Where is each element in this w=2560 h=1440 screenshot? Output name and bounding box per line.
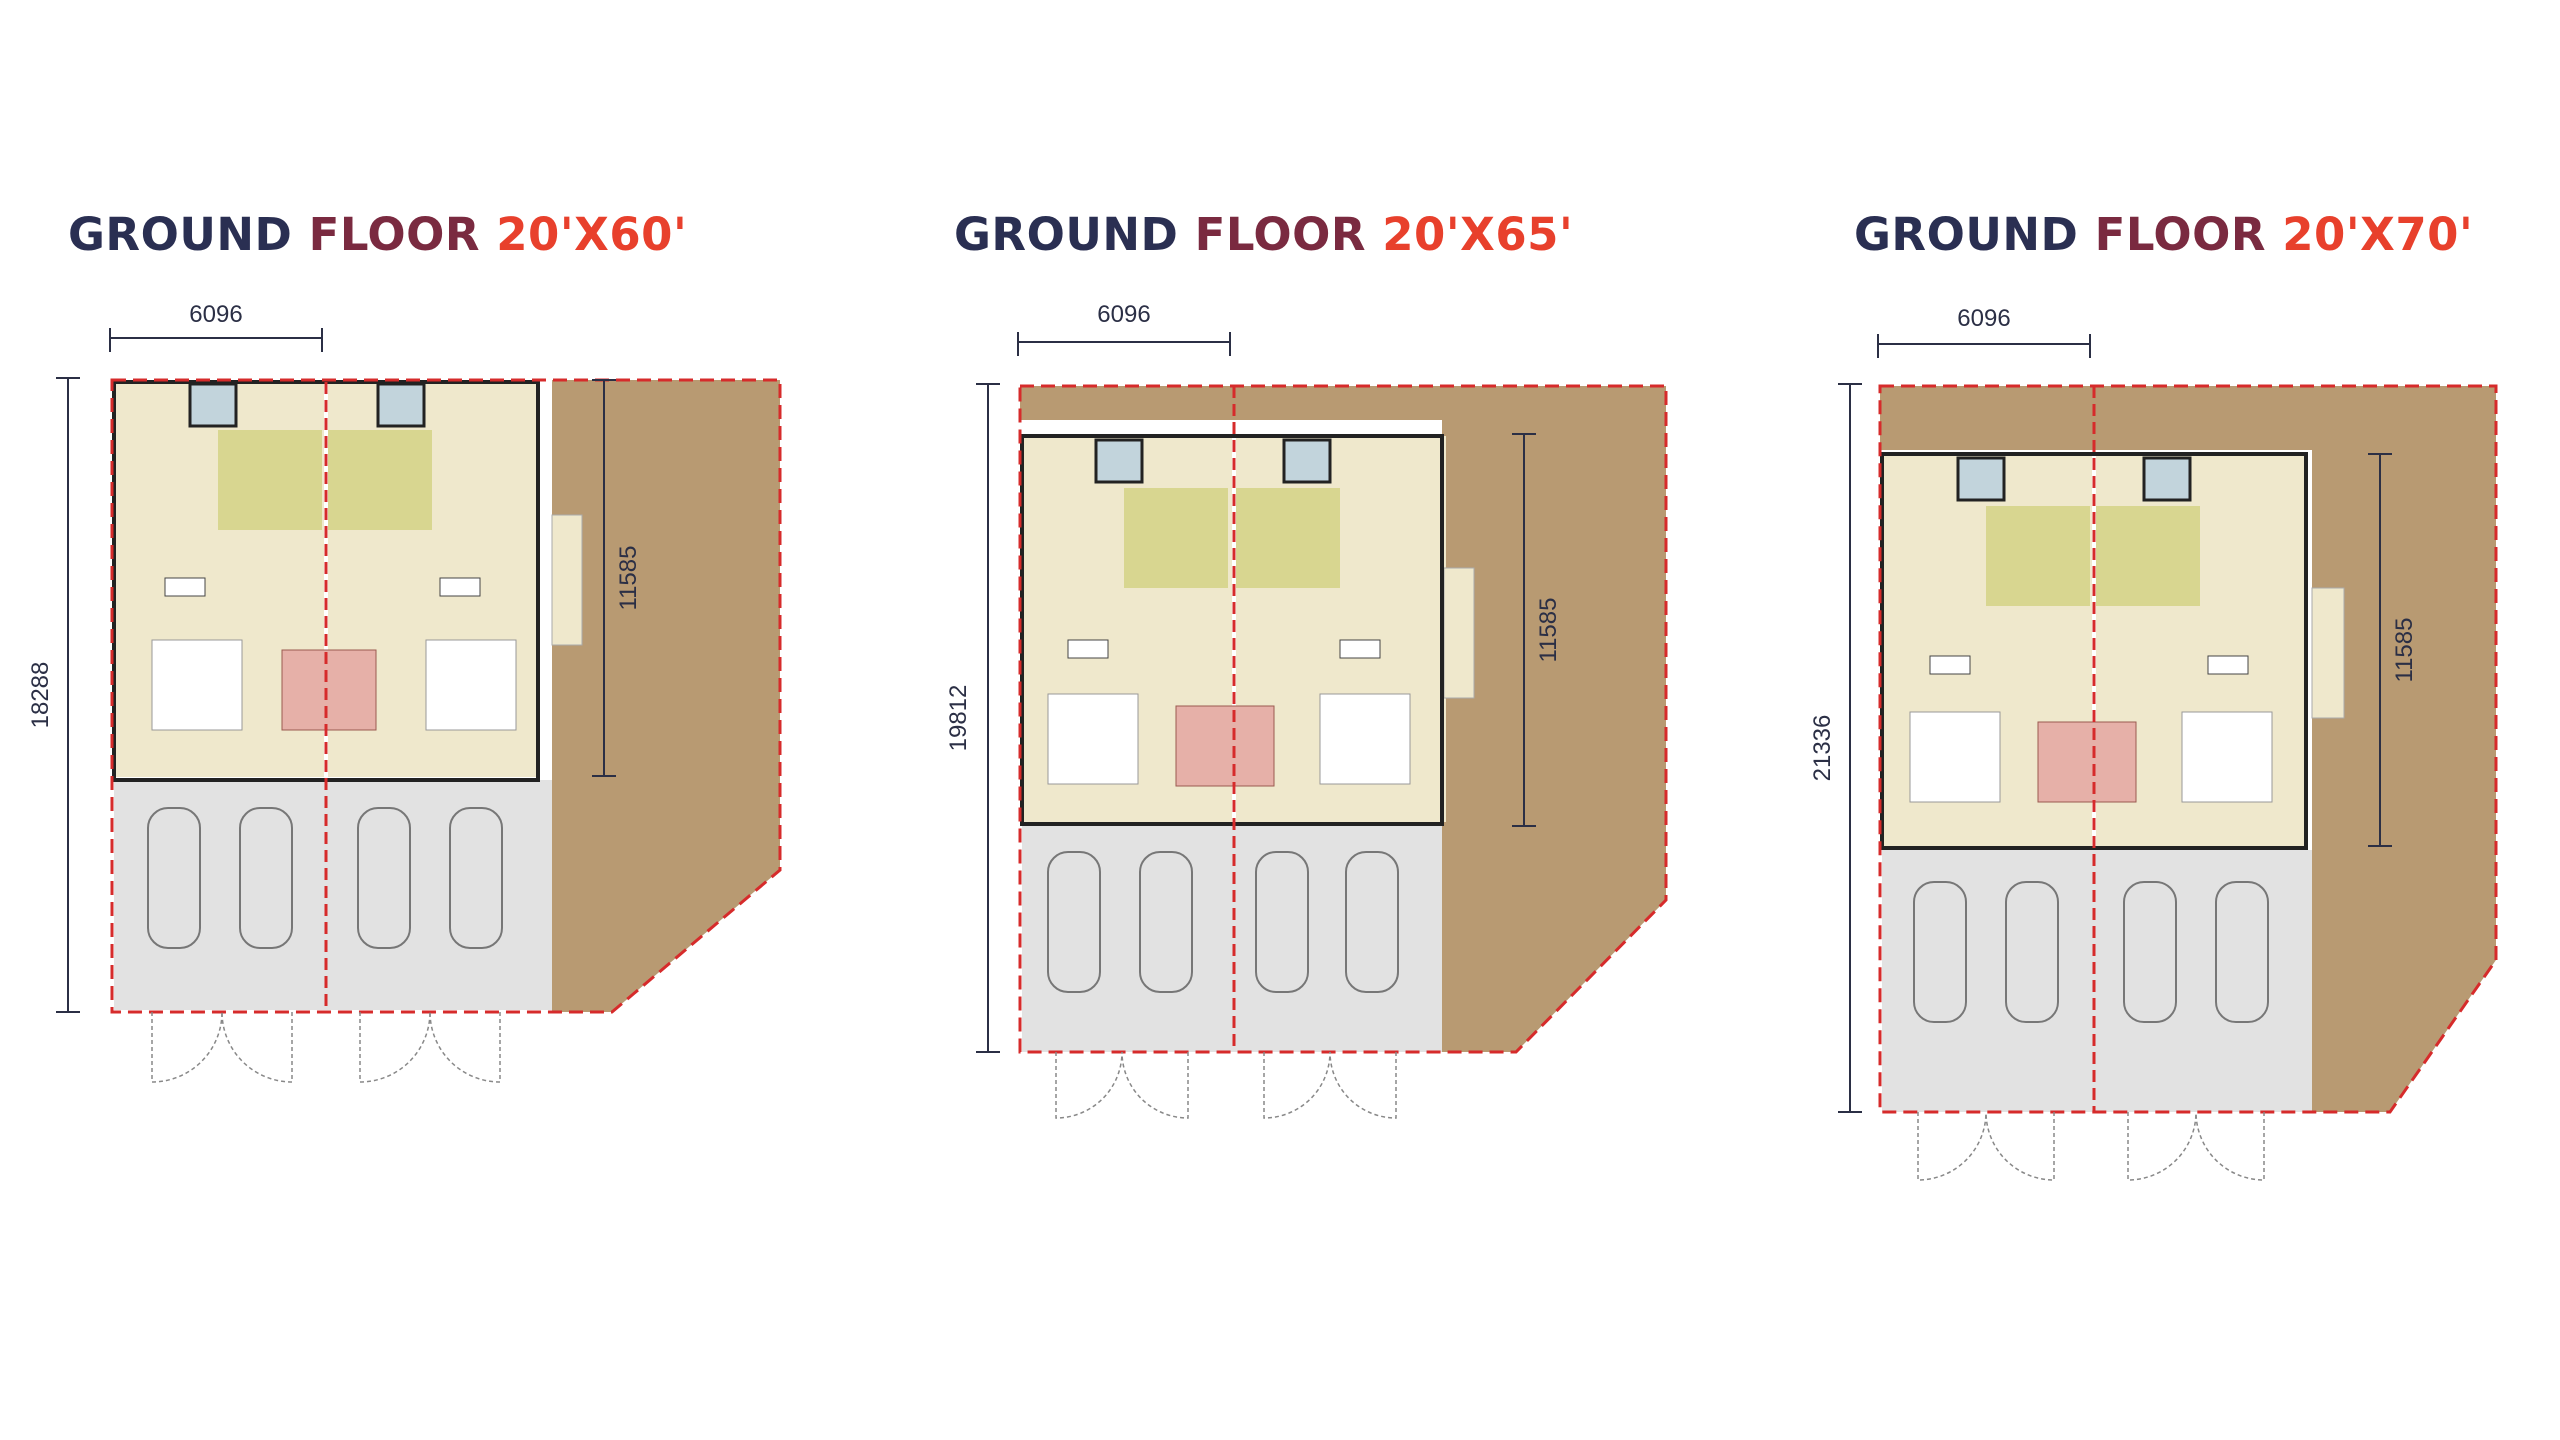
car-icon (2005, 881, 2059, 1023)
car-icon (239, 807, 293, 949)
car-porch (114, 780, 552, 1010)
staircase (1175, 705, 1275, 787)
title-word-ground: GROUND (954, 208, 1179, 261)
width-dimension-label: 6096 (1097, 301, 1150, 328)
depth-dimension: 21336 (1809, 383, 1862, 1113)
car-icon (1913, 881, 1967, 1023)
bathroom-left (1094, 438, 1144, 484)
front-gates (1917, 1111, 2265, 1181)
depth-dimension: 18288 (27, 377, 80, 1013)
width-dimension-label: 6096 (1957, 305, 2010, 332)
side-terrace (2311, 587, 2345, 719)
side-dimension: 11585 (592, 379, 642, 777)
car-icon (1139, 851, 1193, 993)
side-dimension-label: 11585 (2391, 618, 2418, 683)
car-icon (147, 807, 201, 949)
sofa-rug-right (425, 639, 517, 731)
depth-dimension-label: 21336 (1809, 715, 1836, 782)
sofa-rug-right (2181, 711, 2273, 803)
floor-plan-panel-3: GROUND FLOOR 20'X70' 6096 21336 (1730, 0, 2560, 1440)
side-dimension-label: 11585 (1535, 598, 1562, 663)
floor-plan-drawing: 6096 18288 (27, 301, 782, 1083)
kitchen-right (328, 430, 432, 530)
staircase (281, 649, 377, 731)
floor-plan-panel-1: GROUND FLOOR 20'X60' 6096 18288 (0, 0, 900, 1440)
bathroom-right (2142, 456, 2192, 502)
dining-table-icon (1339, 639, 1381, 659)
dining-table-icon (1067, 639, 1109, 659)
front-gates (151, 1011, 501, 1083)
car-icon (357, 807, 411, 949)
car-icon (1345, 851, 1399, 993)
width-dimension: 6096 (109, 301, 323, 352)
depth-dimension-label: 18288 (27, 662, 54, 729)
bathroom-left (1956, 456, 2006, 502)
floor-plan-panel-2: GROUND FLOOR 20'X65' 6096 19812 (900, 0, 1730, 1440)
title-word-floor: FLOOR (1194, 208, 1367, 261)
title-word-floor: FLOOR (308, 208, 481, 261)
plan-title: GROUND FLOOR 20'X65' (954, 208, 1573, 261)
title-word-ground: GROUND (68, 208, 293, 261)
width-dimension: 6096 (1017, 301, 1231, 356)
title-plot-size: 20'X60' (496, 208, 688, 261)
dining-table-icon (1929, 655, 1971, 675)
car-icon (1047, 851, 1101, 993)
sofa-rug-left (1047, 693, 1139, 785)
floor-plan-drawing: 6096 21336 (1809, 305, 2498, 1181)
title-plot-size: 20'X70' (2282, 208, 2474, 261)
car-icon (449, 807, 503, 949)
car-icon (2123, 881, 2177, 1023)
car-porch (1882, 850, 2312, 1112)
width-dimension-label: 6096 (189, 301, 242, 328)
sofa-rug-left (1909, 711, 2001, 803)
title-word-floor: FLOOR (2094, 208, 2267, 261)
lot-boundary (1878, 384, 2498, 1114)
car-icon (1255, 851, 1309, 993)
depth-dimension: 19812 (945, 383, 1000, 1053)
house-walls (1020, 434, 1444, 826)
bathroom-right (1282, 438, 1332, 484)
sofa-rug-right (1319, 693, 1411, 785)
staircase (2037, 721, 2137, 803)
bathroom-right (376, 382, 426, 428)
width-dimension: 6096 (1877, 305, 2091, 358)
bathroom-left (188, 382, 238, 428)
side-terrace (1443, 567, 1475, 699)
plan-title: GROUND FLOOR 20'X70' (1854, 208, 2473, 261)
car-icon (2215, 881, 2269, 1023)
kitchen-left (218, 430, 322, 530)
kitchen-right (1236, 488, 1340, 588)
side-terrace (551, 514, 583, 646)
side-dimension: 11585 (2368, 453, 2418, 847)
front-gates (1055, 1051, 1397, 1119)
title-plot-size: 20'X65' (1382, 208, 1574, 261)
lot-boundary (1018, 384, 1668, 1054)
kitchen-left (1986, 506, 2090, 606)
dining-table-icon (164, 577, 206, 597)
lot-boundary (110, 378, 782, 1014)
dining-table-icon (2207, 655, 2249, 675)
corner-yard (1880, 386, 2496, 1112)
side-dimension-label: 11585 (615, 546, 642, 611)
dining-table-icon (439, 577, 481, 597)
corner-yard (552, 380, 780, 1012)
car-porch (1022, 826, 1442, 1052)
sofa-rug-left (151, 639, 243, 731)
floor-plan-drawing: 6096 19812 (945, 301, 1668, 1119)
kitchen-right (2096, 506, 2200, 606)
side-dimension: 11585 (1512, 433, 1562, 827)
plan-title: GROUND FLOOR 20'X60' (68, 208, 687, 261)
title-word-ground: GROUND (1854, 208, 2079, 261)
kitchen-left (1124, 488, 1228, 588)
corner-yard (1020, 386, 1666, 1052)
depth-dimension-label: 19812 (945, 685, 972, 752)
